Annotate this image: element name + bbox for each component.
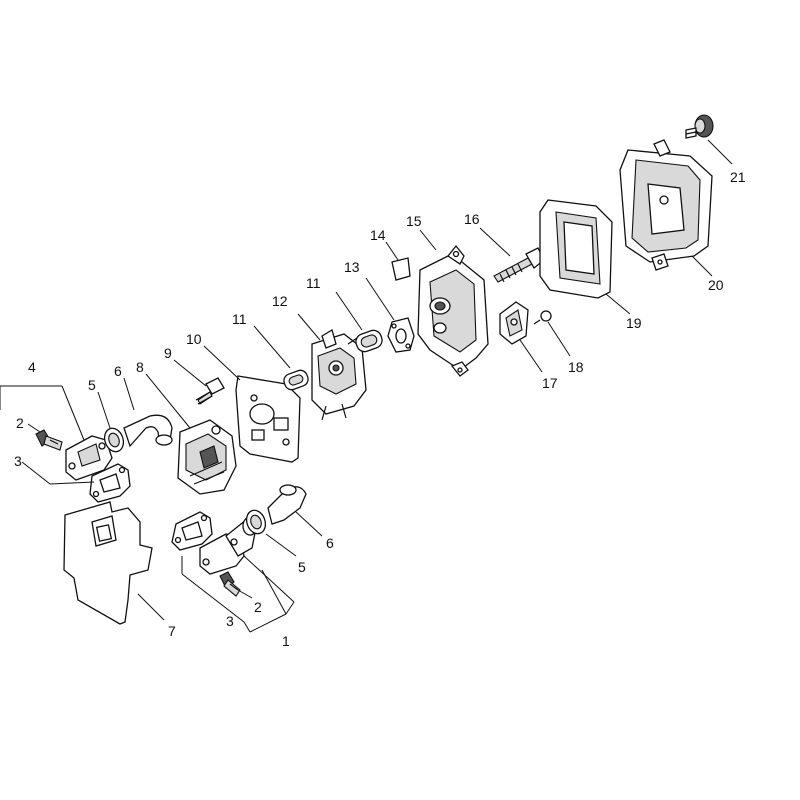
part-6-elbow-lower	[267, 484, 307, 525]
part-14-label	[391, 257, 411, 281]
part-3-gasket-left	[89, 463, 131, 503]
callout-6-lower: 6	[326, 535, 334, 551]
callout-18: 18	[568, 359, 584, 375]
callout-14: 14	[370, 227, 386, 243]
callout-5-upper: 5	[88, 377, 96, 393]
callout-5-lower: 5	[298, 559, 306, 575]
part-18-screw	[533, 310, 552, 325]
callout-10: 10	[186, 331, 202, 347]
callout-labels: 1 2 2 3 3 4 5 5 6 6 7 8 9 10 11 11 12 13…	[14, 169, 746, 649]
part-2-bolt-left	[35, 429, 63, 451]
part-16-long-bolt	[493, 247, 545, 283]
part-9-bolt	[195, 377, 225, 405]
part-8-intake-body	[177, 419, 237, 495]
callout-7: 7	[168, 623, 176, 639]
callout-8: 8	[136, 359, 144, 375]
part-3-gasket-lower	[171, 511, 213, 551]
leader-lines	[0, 139, 733, 633]
part-5-ring-lower	[245, 509, 267, 535]
callout-12: 12	[272, 293, 288, 309]
callout-4: 4	[28, 359, 36, 375]
part-4-flange-left	[65, 435, 113, 481]
callout-15: 15	[406, 213, 422, 229]
part-12-carburetor	[311, 329, 367, 421]
part-5-ring-upper	[103, 427, 125, 453]
callout-20: 20	[708, 277, 724, 293]
callout-2-left: 2	[16, 415, 24, 431]
part-19-air-filter	[539, 199, 613, 299]
part-7-heat-shield	[63, 501, 153, 625]
callout-1: 1	[282, 633, 290, 649]
callout-3-lower: 3	[226, 613, 234, 629]
callout-2-lower: 2	[254, 599, 262, 615]
callout-19: 19	[626, 315, 642, 331]
part-10-insulator-gasket	[235, 375, 301, 463]
part-6-elbow-upper	[123, 414, 173, 448]
callout-16: 16	[464, 211, 480, 227]
part-20-air-filter-cover	[619, 139, 713, 271]
callout-3-left: 3	[14, 453, 22, 469]
callout-13: 13	[344, 259, 360, 275]
callout-11-upper: 11	[306, 275, 321, 291]
part-13-gasket	[387, 317, 415, 353]
part-2-bolt-lower	[219, 571, 241, 597]
part-11-oring-lower	[283, 369, 309, 391]
callout-9: 9	[164, 345, 172, 361]
callout-11-lower: 11	[232, 311, 247, 327]
callout-6-upper: 6	[114, 363, 122, 379]
callout-17: 17	[542, 375, 558, 391]
callout-21: 21	[730, 169, 746, 185]
part-21-knob	[685, 114, 714, 139]
part-15-air-cleaner-base	[417, 244, 489, 377]
part-11-oring-upper	[355, 329, 383, 353]
part-17-bracket	[499, 301, 529, 345]
